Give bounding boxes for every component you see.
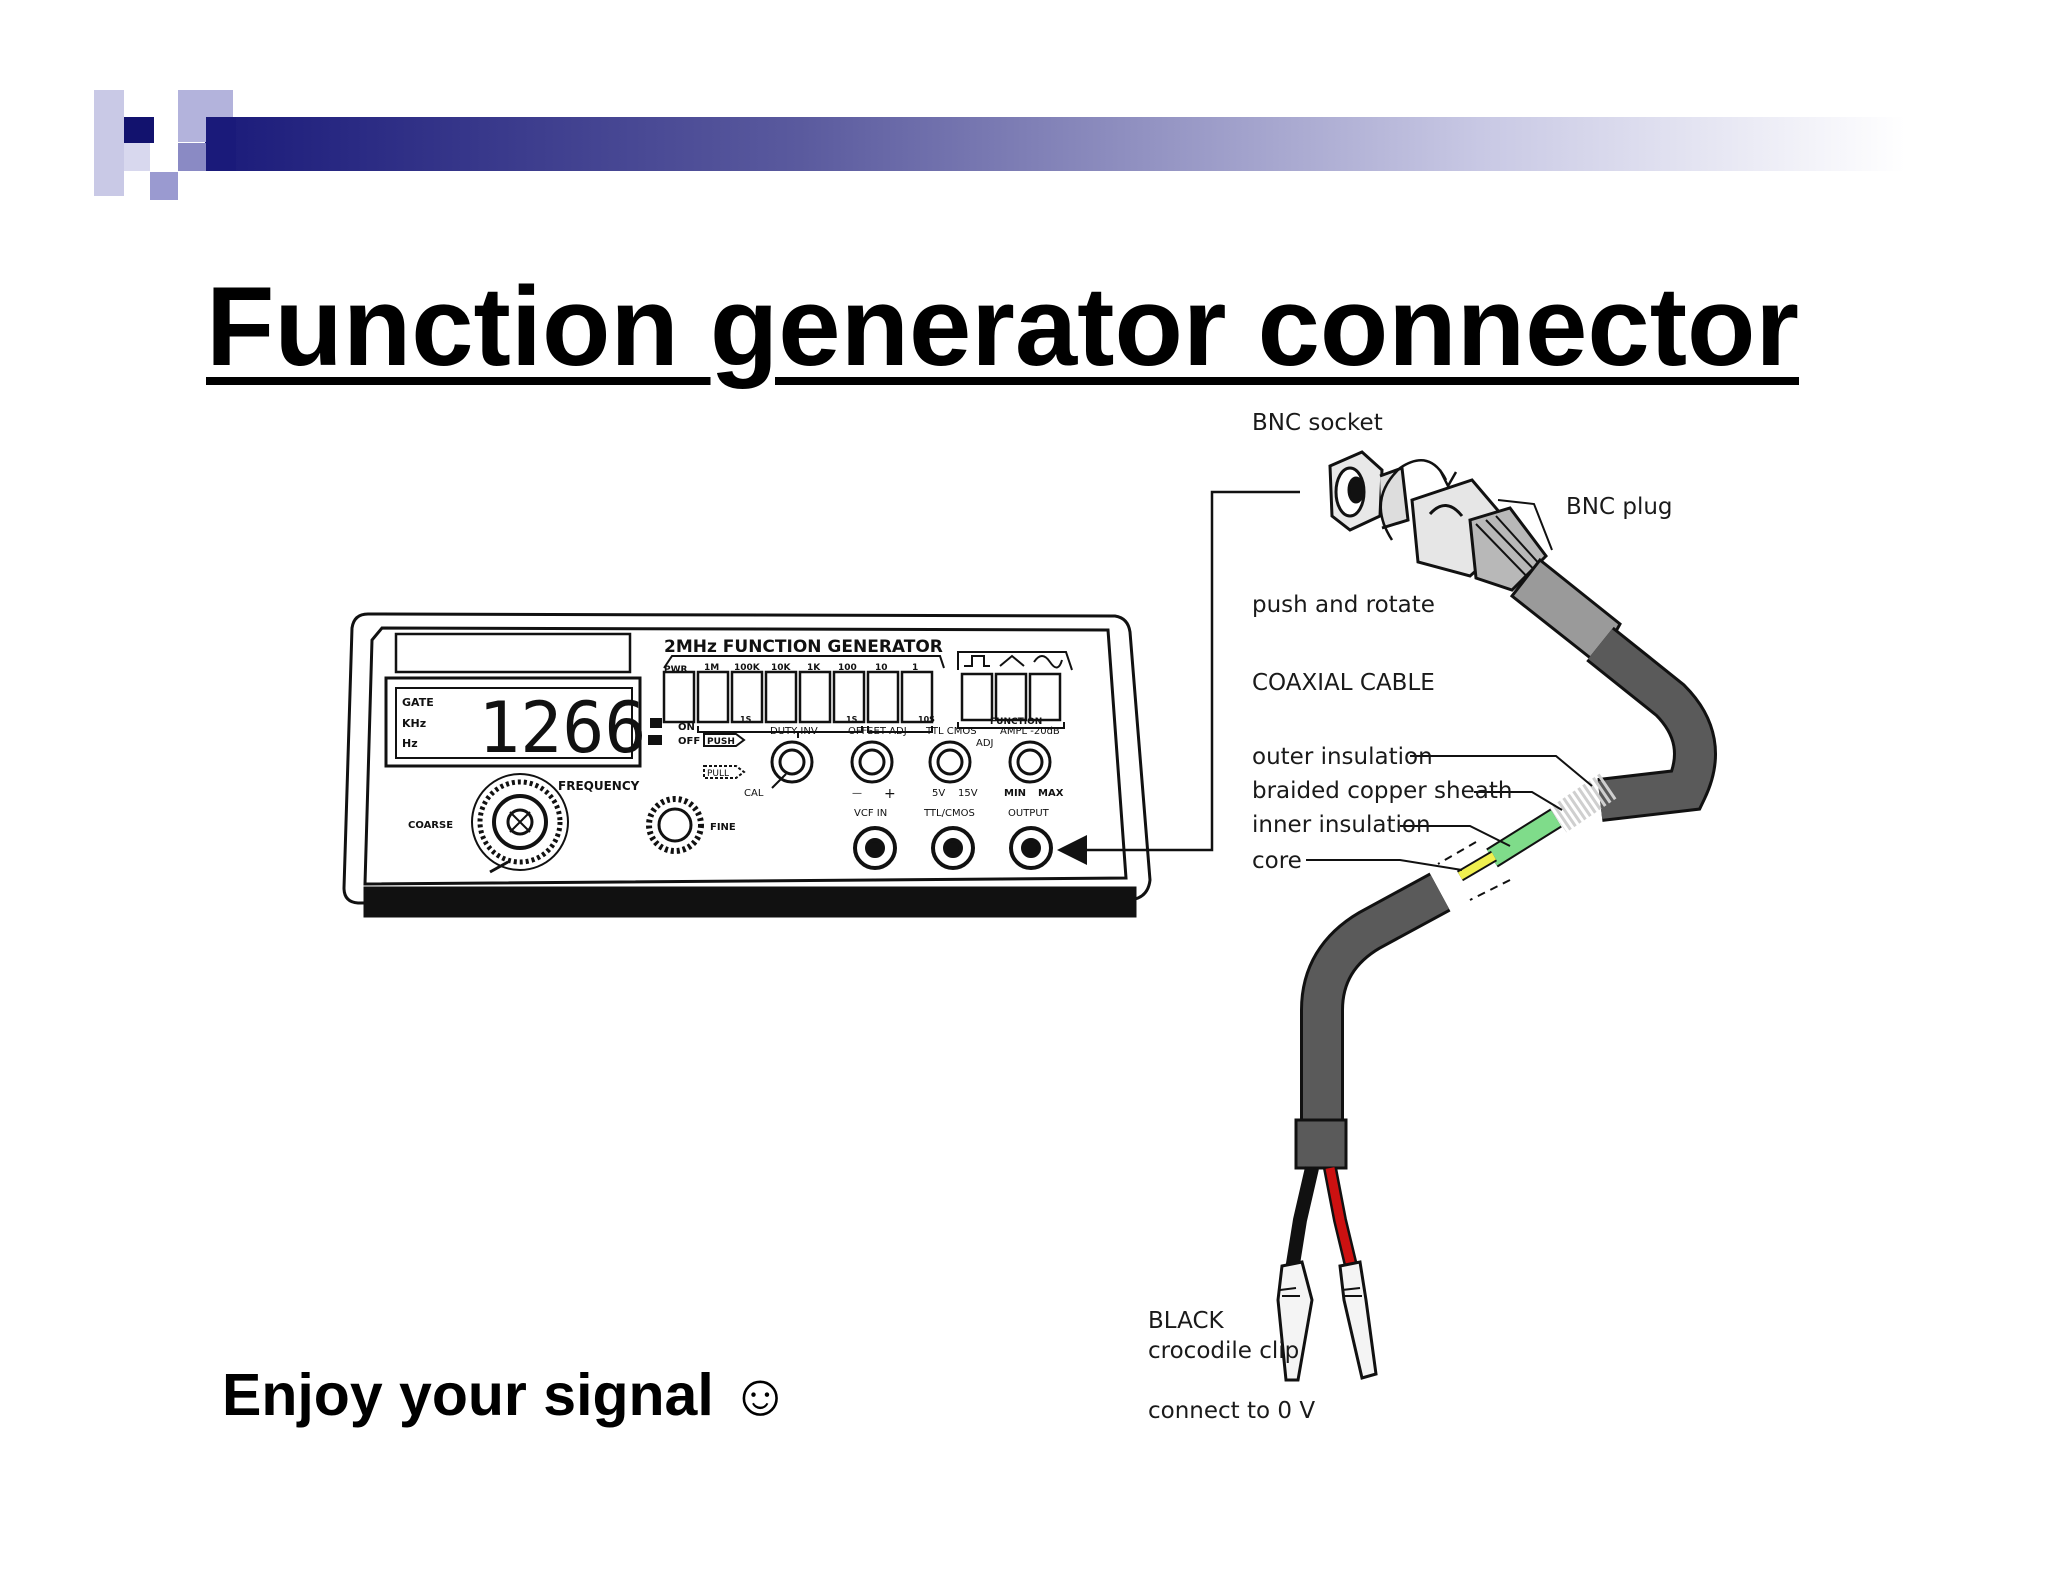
footer-text: Enjoy your signal ☺ [222, 1362, 791, 1428]
black-crocodile-clip [1276, 1260, 1314, 1382]
cal-label: CAL [744, 788, 764, 799]
crocodile-clip-label: crocodile clip [1148, 1338, 1299, 1364]
ampl-max-label: MAX [1038, 788, 1064, 799]
frequency-label: FREQUENCY [558, 779, 640, 793]
ampl-label: AMPL -20dB [1000, 726, 1060, 737]
bnc-plug-label: BNC plug [1566, 494, 1673, 520]
lcd-unit-khz: KHz [402, 717, 426, 730]
braided-sheath-label: braided copper sheath [1252, 778, 1512, 804]
cable-leader-lines [1306, 499, 1593, 871]
ttl-15v-label: 15V [958, 788, 978, 799]
bnc-socket-label: BNC socket [1252, 410, 1383, 436]
ttl-cmos-out-label: TTL/CMOS [923, 808, 975, 819]
core-label: core [1252, 848, 1302, 874]
function-label: FUNCTION [990, 717, 1042, 727]
red-crocodile-clip [1338, 1260, 1378, 1380]
lcd-unit-gate: GATE [402, 696, 434, 709]
range-group-1s-a: 1S [740, 715, 752, 724]
inner-insulation-label: inner insulation [1252, 812, 1431, 838]
slide-title: Function generator connector [206, 264, 1799, 389]
range-label-1: 1 [912, 663, 918, 673]
range-labels: 1M 100K 10K 1K 100 10 1 1S 1S 10S FUNCTI… [704, 663, 1042, 727]
cable-sleeve [1294, 1118, 1348, 1170]
offset-adj-label: OFFSET ADJ [848, 726, 907, 737]
range-label-100k: 100K [734, 663, 761, 673]
outer-insulation-label: outer insulation [1252, 744, 1433, 770]
lcd-readout: 1266 [478, 687, 647, 769]
black-lead [1285, 1166, 1319, 1272]
lcd-unit-hz: Hz [402, 737, 418, 750]
ampl-min-label: MIN [1004, 788, 1026, 799]
offset-plus-label: + [884, 786, 896, 802]
coax-braided-sheath [1549, 773, 1617, 833]
function-generator-drawing [342, 612, 1152, 918]
coarse-dial [471, 773, 569, 874]
bnc-plug-drawing [1410, 478, 1622, 667]
vcf-in-label: VCF IN [854, 808, 887, 819]
range-label-100: 100 [838, 663, 857, 673]
push-rotate-label: push and rotate [1252, 592, 1435, 618]
coarse-label: COARSE [408, 820, 453, 831]
bnc-socket-drawing [1328, 450, 1410, 532]
push-label: PUSH [707, 737, 735, 747]
pwr-label: PWR [664, 665, 688, 675]
on-label: ON [678, 722, 695, 733]
output-link-arrow [1057, 490, 1300, 865]
range-label-1k: 1K [807, 663, 821, 673]
header-bar [94, 90, 1905, 200]
connect-0v-label: connect to 0 V [1148, 1398, 1315, 1424]
duty-inv-label: DUTY INV [770, 726, 818, 737]
coaxial-cable-label: COAXIAL CABLE [1252, 670, 1435, 696]
range-group-1s-b: 1S [846, 715, 858, 724]
offset-minus-label: — [852, 788, 862, 799]
off-label: OFF [678, 736, 700, 747]
range-label-10: 10 [875, 663, 888, 673]
fine-dial [646, 796, 704, 854]
ttl-cmos-label: TTL CMOS [925, 726, 977, 737]
range-group-10s: 10S [918, 715, 935, 724]
ttl-5v-label: 5V [932, 788, 945, 799]
black-label: BLACK [1148, 1308, 1225, 1334]
rotate-arrow [1379, 459, 1458, 541]
pull-label: PULL [707, 769, 729, 779]
generator-name: 2MHz FUNCTION GENERATOR [664, 637, 943, 657]
output-label: OUTPUT [1008, 808, 1050, 819]
connector-labels: VCF IN TTL/CMOS OUTPUT [854, 808, 1050, 819]
adj-label: ADJ [976, 738, 994, 749]
range-label-1m: 1M [704, 663, 719, 673]
fine-label: FINE [710, 822, 736, 833]
range-label-10k: 10K [771, 663, 792, 673]
knob-labels: DUTY INV OFFSET ADJ TTL CMOS AMPL -20dB … [408, 726, 1064, 833]
